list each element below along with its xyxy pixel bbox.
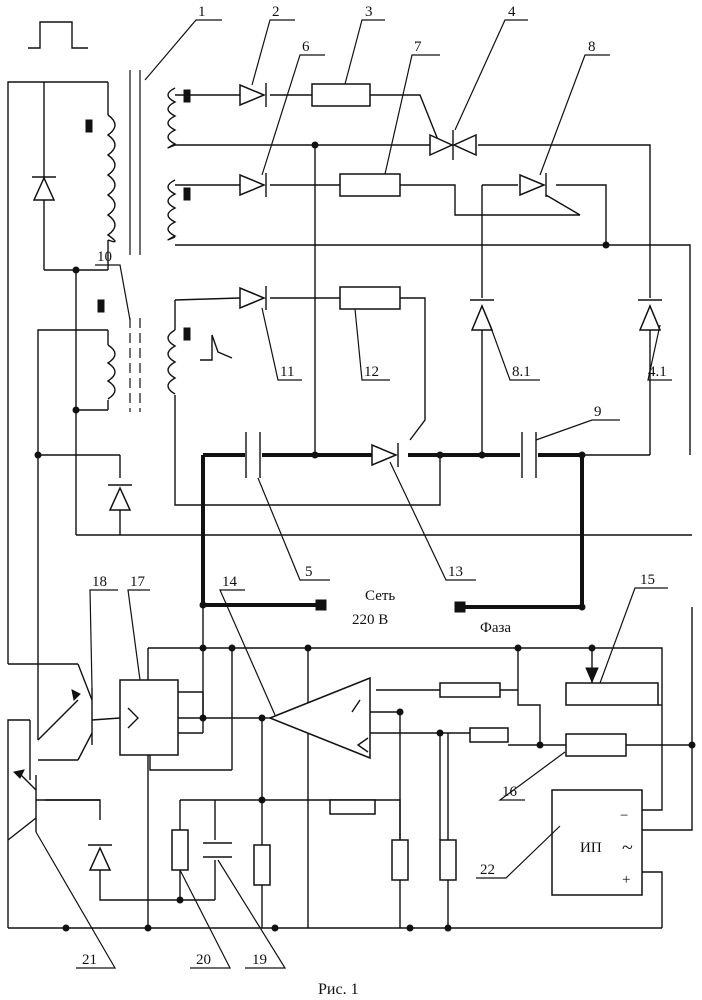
ps-plus-label: +	[622, 872, 630, 888]
resistor-top-mid	[440, 683, 500, 697]
callout-15: 15	[640, 572, 655, 588]
callout-20: 20	[196, 952, 211, 968]
callout-4-1: 4.1	[648, 364, 667, 380]
phase-label: Фаза	[480, 620, 511, 636]
callout-22: 22	[480, 862, 495, 878]
diode-4-1	[638, 300, 662, 330]
callout-18: 18	[92, 574, 107, 590]
resistor-vertical-c	[440, 840, 456, 880]
callout-1: 1	[198, 4, 206, 20]
callout-2: 2	[272, 4, 280, 20]
callout-11: 11	[280, 364, 294, 380]
mains-voltage-label: 220 В	[352, 612, 388, 628]
figure-caption: Рис. 1	[318, 981, 359, 998]
power-supply-label: ИП	[580, 840, 602, 856]
callout-10: 10	[97, 249, 112, 265]
ps-minus-label: −	[620, 808, 628, 824]
capacitor-19	[203, 843, 232, 857]
callout-9: 9	[594, 404, 602, 420]
callout-8-1: 8.1	[512, 364, 531, 380]
thyristor-8	[520, 173, 580, 215]
resistor-top-row	[330, 800, 375, 814]
callout-14: 14	[222, 574, 238, 590]
resistor-15-wiper	[586, 668, 598, 682]
capacitor-9	[522, 432, 536, 478]
transistor-18	[38, 664, 120, 760]
triac-4	[430, 130, 476, 160]
comparator-14	[270, 678, 370, 758]
callout-13: 13	[448, 564, 463, 580]
resistor-12	[340, 287, 400, 309]
callout-5: 5	[305, 564, 313, 580]
callout-21: 21	[82, 952, 97, 968]
callout-7: 7	[414, 39, 422, 55]
block-17	[120, 680, 178, 755]
power-supply-22: ИП − ~ +	[552, 790, 642, 895]
pulse-waveform-symbol	[200, 335, 232, 360]
diode-2	[240, 83, 266, 107]
transistor-21	[8, 770, 100, 840]
mains-label: Сеть	[365, 588, 395, 604]
callout-6: 6	[302, 39, 310, 55]
resistor-20	[172, 830, 188, 870]
callout-19: 19	[252, 952, 267, 968]
callout-16: 16	[502, 784, 518, 800]
capacitor-5	[246, 432, 260, 478]
callout-12: 12	[364, 364, 379, 380]
diode-6	[240, 173, 266, 197]
transformer-1	[86, 70, 190, 255]
diode-11	[240, 286, 266, 310]
diode-bottom-left	[88, 845, 112, 870]
thyristor-13	[372, 443, 398, 467]
resistor-vertical-a	[254, 845, 270, 885]
callout-17: 17	[130, 574, 146, 590]
ps-ac-label: ~	[622, 837, 633, 859]
resistor-7	[340, 174, 400, 196]
resistor-3	[312, 84, 370, 106]
diode-left-top	[32, 177, 56, 200]
input-pulse-symbol	[28, 22, 88, 48]
resistor-mid	[470, 728, 508, 742]
callout-3: 3	[365, 4, 373, 20]
resistor-vertical-b	[392, 840, 408, 880]
resistor-15	[566, 683, 658, 705]
diode-left-bottom	[108, 485, 132, 510]
callout-8: 8	[588, 39, 596, 55]
resistor-16	[566, 734, 626, 756]
callout-4: 4	[508, 4, 516, 20]
transformer-10	[98, 300, 232, 412]
